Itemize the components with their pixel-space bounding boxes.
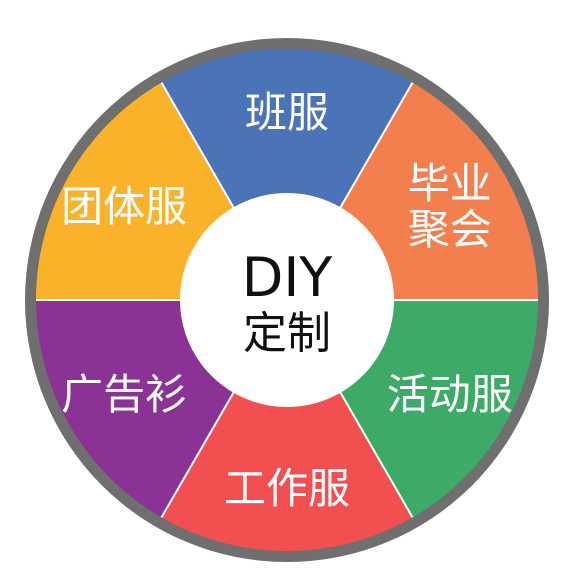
center-title: DIY (242, 246, 334, 309)
label-banfu: 班服 (245, 88, 329, 137)
label-huodongfu: 活动服 (387, 370, 513, 419)
segment-banfu (161, 49, 413, 301)
segment-gongzuofu (161, 300, 413, 551)
label-banfu-line-1: 班服 (245, 88, 329, 137)
label-biye-juhui: 毕业聚会 (408, 159, 492, 254)
label-tuantifu: 团体服 (61, 182, 187, 231)
label-guanggaoshan: 广告衫 (61, 370, 187, 419)
label-gongzuofu-line-1: 工作服 (224, 464, 350, 513)
label-huodongfu-line-1: 活动服 (387, 370, 513, 419)
label-biye-juhui-line-2: 聚会 (408, 205, 492, 254)
center-circle (180, 193, 394, 407)
label-guanggaoshan-line-1: 广告衫 (61, 370, 187, 419)
label-tuantifu-line-1: 团体服 (61, 182, 187, 231)
center-subtitle: 定制 (243, 308, 331, 359)
label-biye-juhui-line-1: 毕业 (408, 159, 492, 208)
label-gongzuofu: 工作服 (224, 464, 350, 513)
